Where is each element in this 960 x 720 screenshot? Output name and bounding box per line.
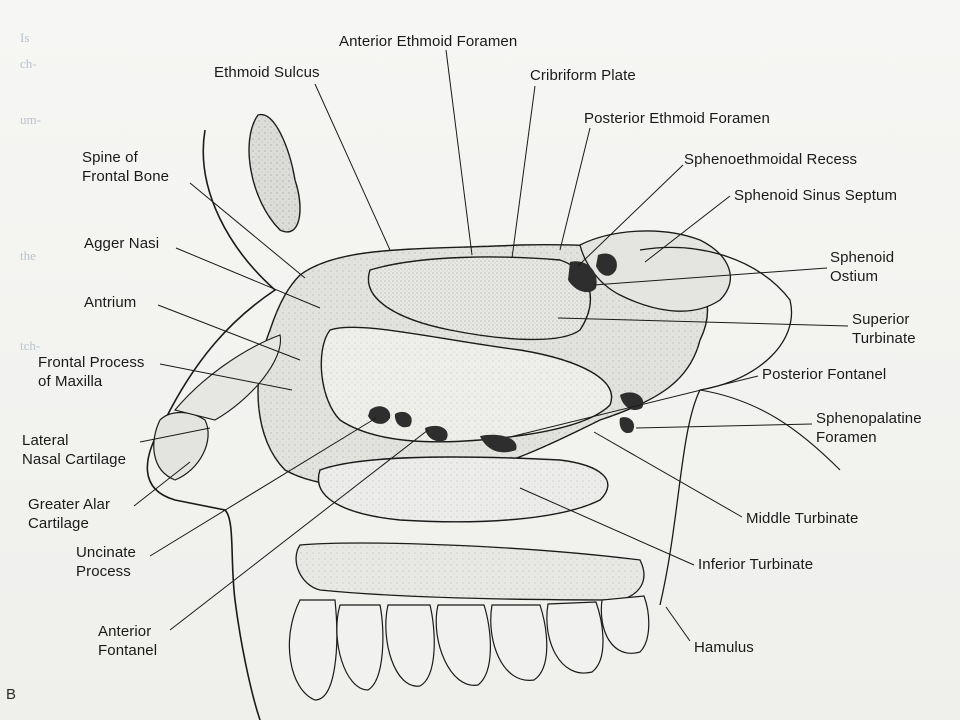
hard-palate-shade	[296, 543, 644, 600]
alar-cartilage	[153, 411, 209, 481]
bleed-through-text: ch-	[20, 56, 37, 71]
label-line: Greater Alar	[28, 496, 111, 513]
label-middle-turbinate: Middle Turbinate	[746, 510, 859, 527]
fontanel-dark	[425, 425, 448, 442]
label-sphenoid-ostium: Sphenoid Ostium	[830, 248, 894, 286]
label-anterior-ethmoid-foramen: Anterior Ethmoid Foramen	[339, 33, 518, 50]
label-line: Cartilage	[28, 515, 89, 532]
label-line: Process	[76, 563, 131, 580]
pterygoid-outline	[639, 246, 793, 606]
tooth	[288, 599, 338, 701]
nose-outline	[146, 129, 277, 720]
label-sphenoethmoidal-recess: Sphenoethmoidal Recess	[684, 151, 858, 168]
label-superior-turbinate: Superior Turbinate	[852, 310, 916, 348]
frontal-sinus-shade	[249, 114, 300, 232]
label-line: Turbinate	[852, 330, 916, 347]
label-line: Anterior	[98, 623, 152, 640]
label-spine-of-frontal-bone: Spine of Frontal Bone	[82, 148, 169, 186]
tooth	[385, 604, 435, 687]
label-inferior-turbinate: Inferior Turbinate	[698, 556, 814, 573]
label-line: Foramen	[816, 429, 877, 446]
label-posterior-fontanel: Posterior Fontanel	[762, 366, 887, 383]
label-greater-alar-cartilage: Greater Alar Cartilage	[28, 495, 110, 533]
sphenoid-sinus-dark	[596, 253, 617, 276]
bleed-through-text: tch-	[20, 338, 41, 353]
label-line: Fontanel	[98, 642, 158, 659]
label-line: Sphenoid	[830, 249, 895, 266]
label-antrium: Antrium	[84, 294, 137, 311]
sphenoid-ostium-dark	[568, 261, 597, 293]
label-sphenoid-sinus-septum: Sphenoid Sinus Septum	[734, 187, 898, 204]
tooth	[600, 595, 650, 654]
label-ethmoid-sulcus: Ethmoid Sulcus	[214, 64, 320, 81]
label-sphenopalatine-foramen: Sphenopalatine Foramen	[816, 409, 922, 447]
label-line: Ostium	[830, 268, 879, 285]
leader-lines	[133, 49, 849, 642]
label-hamulus: Hamulus	[694, 639, 754, 656]
label-cribriform-plate: Cribriform Plate	[530, 67, 636, 84]
figure-letter: B	[6, 686, 17, 703]
label-line: Sphenopalatine	[816, 410, 922, 427]
label-line: Uncinate	[76, 544, 137, 561]
posterior-outline	[699, 389, 841, 471]
label-frontal-process-of-maxilla: Frontal Process of Maxilla	[38, 353, 145, 391]
tooth	[490, 604, 548, 681]
sphenoid-body	[579, 230, 731, 312]
tooth	[435, 604, 491, 686]
label-line: Spine of	[82, 149, 138, 166]
label-line: Nasal Cartilage	[22, 451, 127, 468]
sphenopalatine-dark	[619, 417, 635, 434]
label-uncinate-process: Uncinate Process	[76, 543, 136, 581]
fontanel-dark	[480, 434, 517, 453]
bleed-through-text: um-	[20, 112, 41, 127]
label-anterior-fontanel: Anterior Fontanel	[98, 622, 157, 660]
label-line: of Maxilla	[38, 373, 103, 390]
bleed-through-text: the	[20, 248, 36, 263]
label-line: Frontal Process	[38, 354, 145, 371]
inferior-turbinate-shade	[318, 457, 608, 522]
label-line: Superior	[852, 311, 910, 328]
label-agger-nasi: Agger Nasi	[84, 235, 160, 252]
bleed-through-text: Is	[20, 30, 30, 45]
middle-turbinate-shade	[321, 327, 612, 442]
tooth	[336, 604, 384, 691]
label-lateral-nasal-cartilage: Lateral Nasal Cartilage	[22, 431, 126, 469]
label-posterior-ethmoid-foramen: Posterior Ethmoid Foramen	[584, 110, 770, 127]
label-line: Lateral	[22, 432, 69, 449]
fontanel-dark	[394, 411, 412, 428]
superior-turbinate-shade	[368, 257, 591, 340]
tooth	[546, 601, 604, 674]
label-line: Frontal Bone	[82, 168, 170, 185]
